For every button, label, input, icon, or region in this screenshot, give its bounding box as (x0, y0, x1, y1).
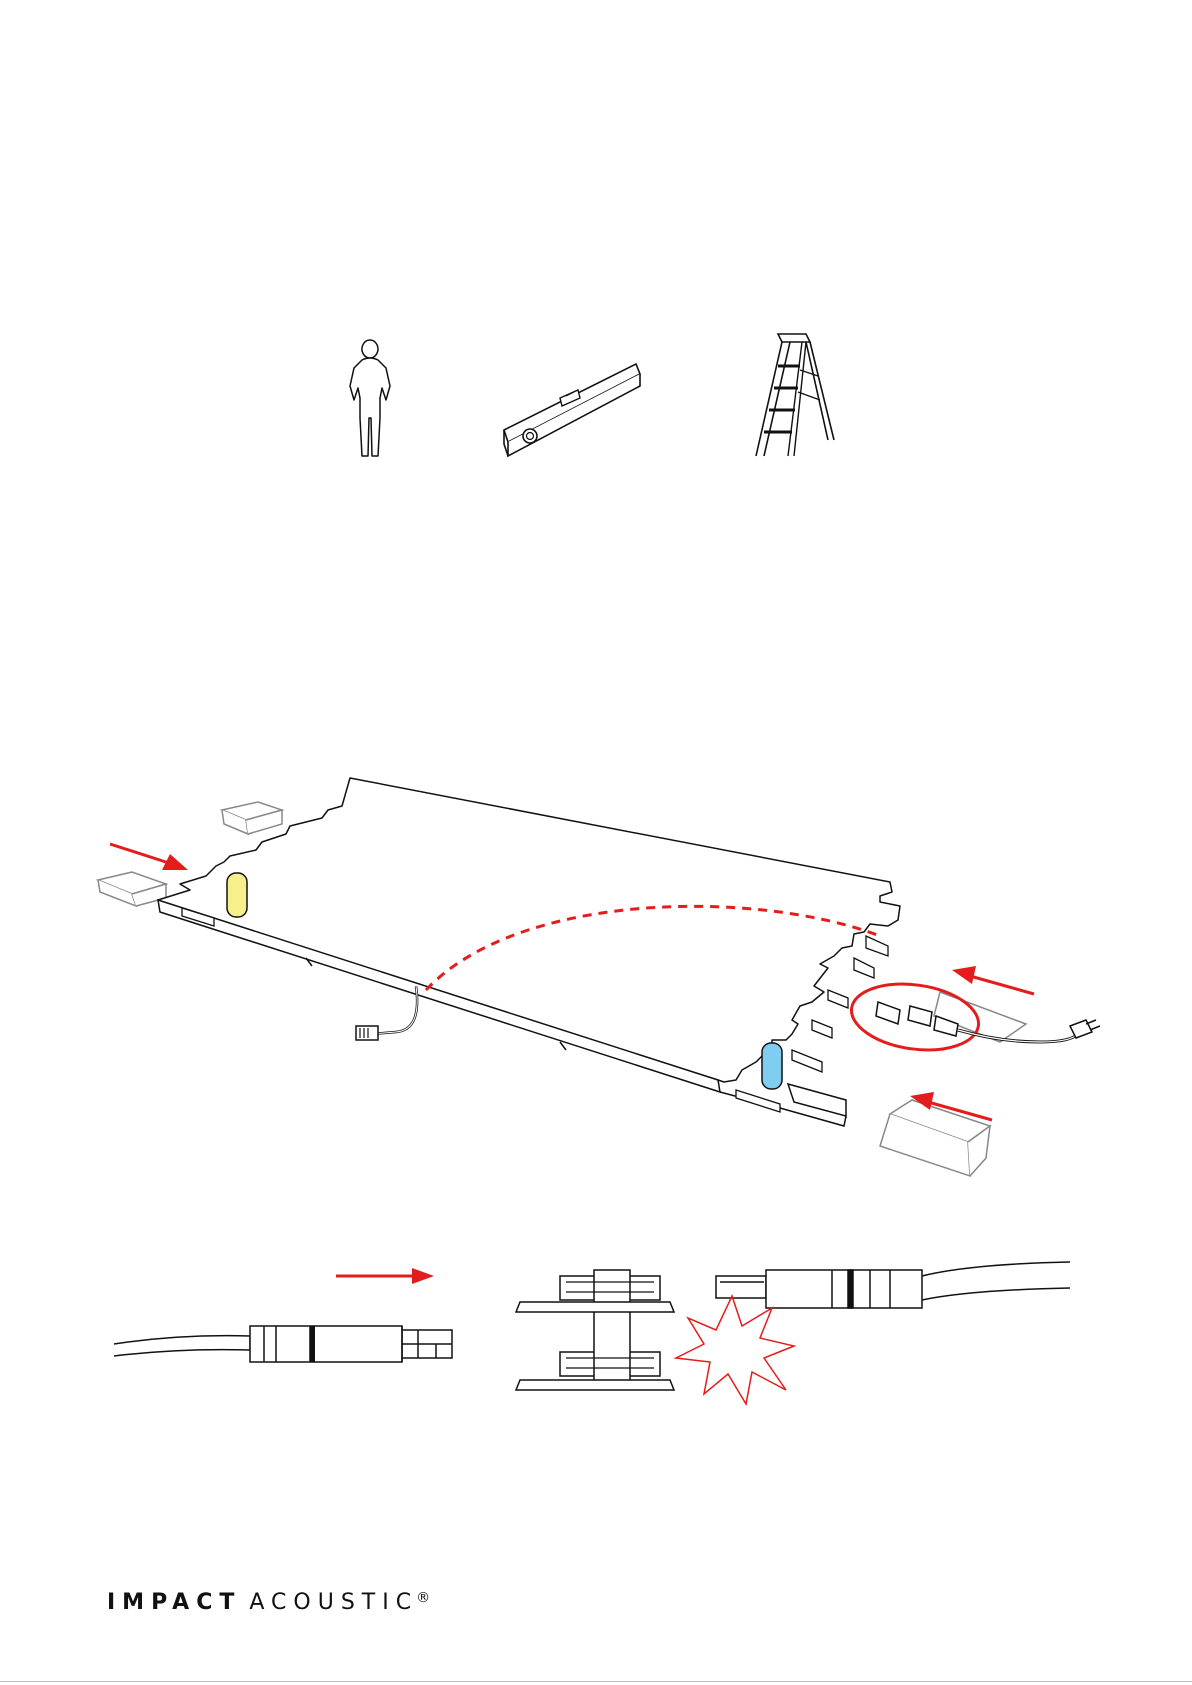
insertion-arrow-right (336, 1268, 434, 1284)
panel-cable-connector-icon (356, 1026, 378, 1040)
impact-acoustic-logo: IMPACT ACOUSTIC® (107, 1590, 430, 1615)
panel-installation-diagram (0, 780, 1192, 1200)
logo-brand-bold: IMPACT (107, 1590, 241, 1615)
support-block-left (98, 872, 166, 906)
plug-cable (922, 1262, 1070, 1300)
plug-connector (716, 1270, 922, 1308)
arrow-left-pointing-right (110, 844, 188, 870)
registered-mark: ® (416, 1590, 430, 1606)
logo-brand-light: ACOUSTIC (249, 1590, 418, 1615)
connector-insertion-detail (100, 1240, 460, 1400)
cable-insertion-cable (114, 1336, 250, 1356)
yellow-marker (227, 873, 247, 917)
step-ladder-icon (748, 330, 838, 460)
blue-marker (762, 1043, 782, 1089)
connector-body (250, 1326, 402, 1362)
person-silhouette-icon (340, 338, 400, 458)
support-block-top-left (222, 802, 282, 834)
page-bottom-rule (0, 1681, 1192, 1682)
socket-block (516, 1270, 674, 1390)
connector-mating-detail (510, 1240, 1090, 1410)
spirit-level-icon (500, 360, 650, 460)
impact-starburst-icon (676, 1296, 794, 1404)
power-plug-icon (1070, 1020, 1100, 1038)
arrow-right-top-pointing-left (952, 966, 1034, 994)
support-block-right-bottom (880, 1100, 990, 1176)
